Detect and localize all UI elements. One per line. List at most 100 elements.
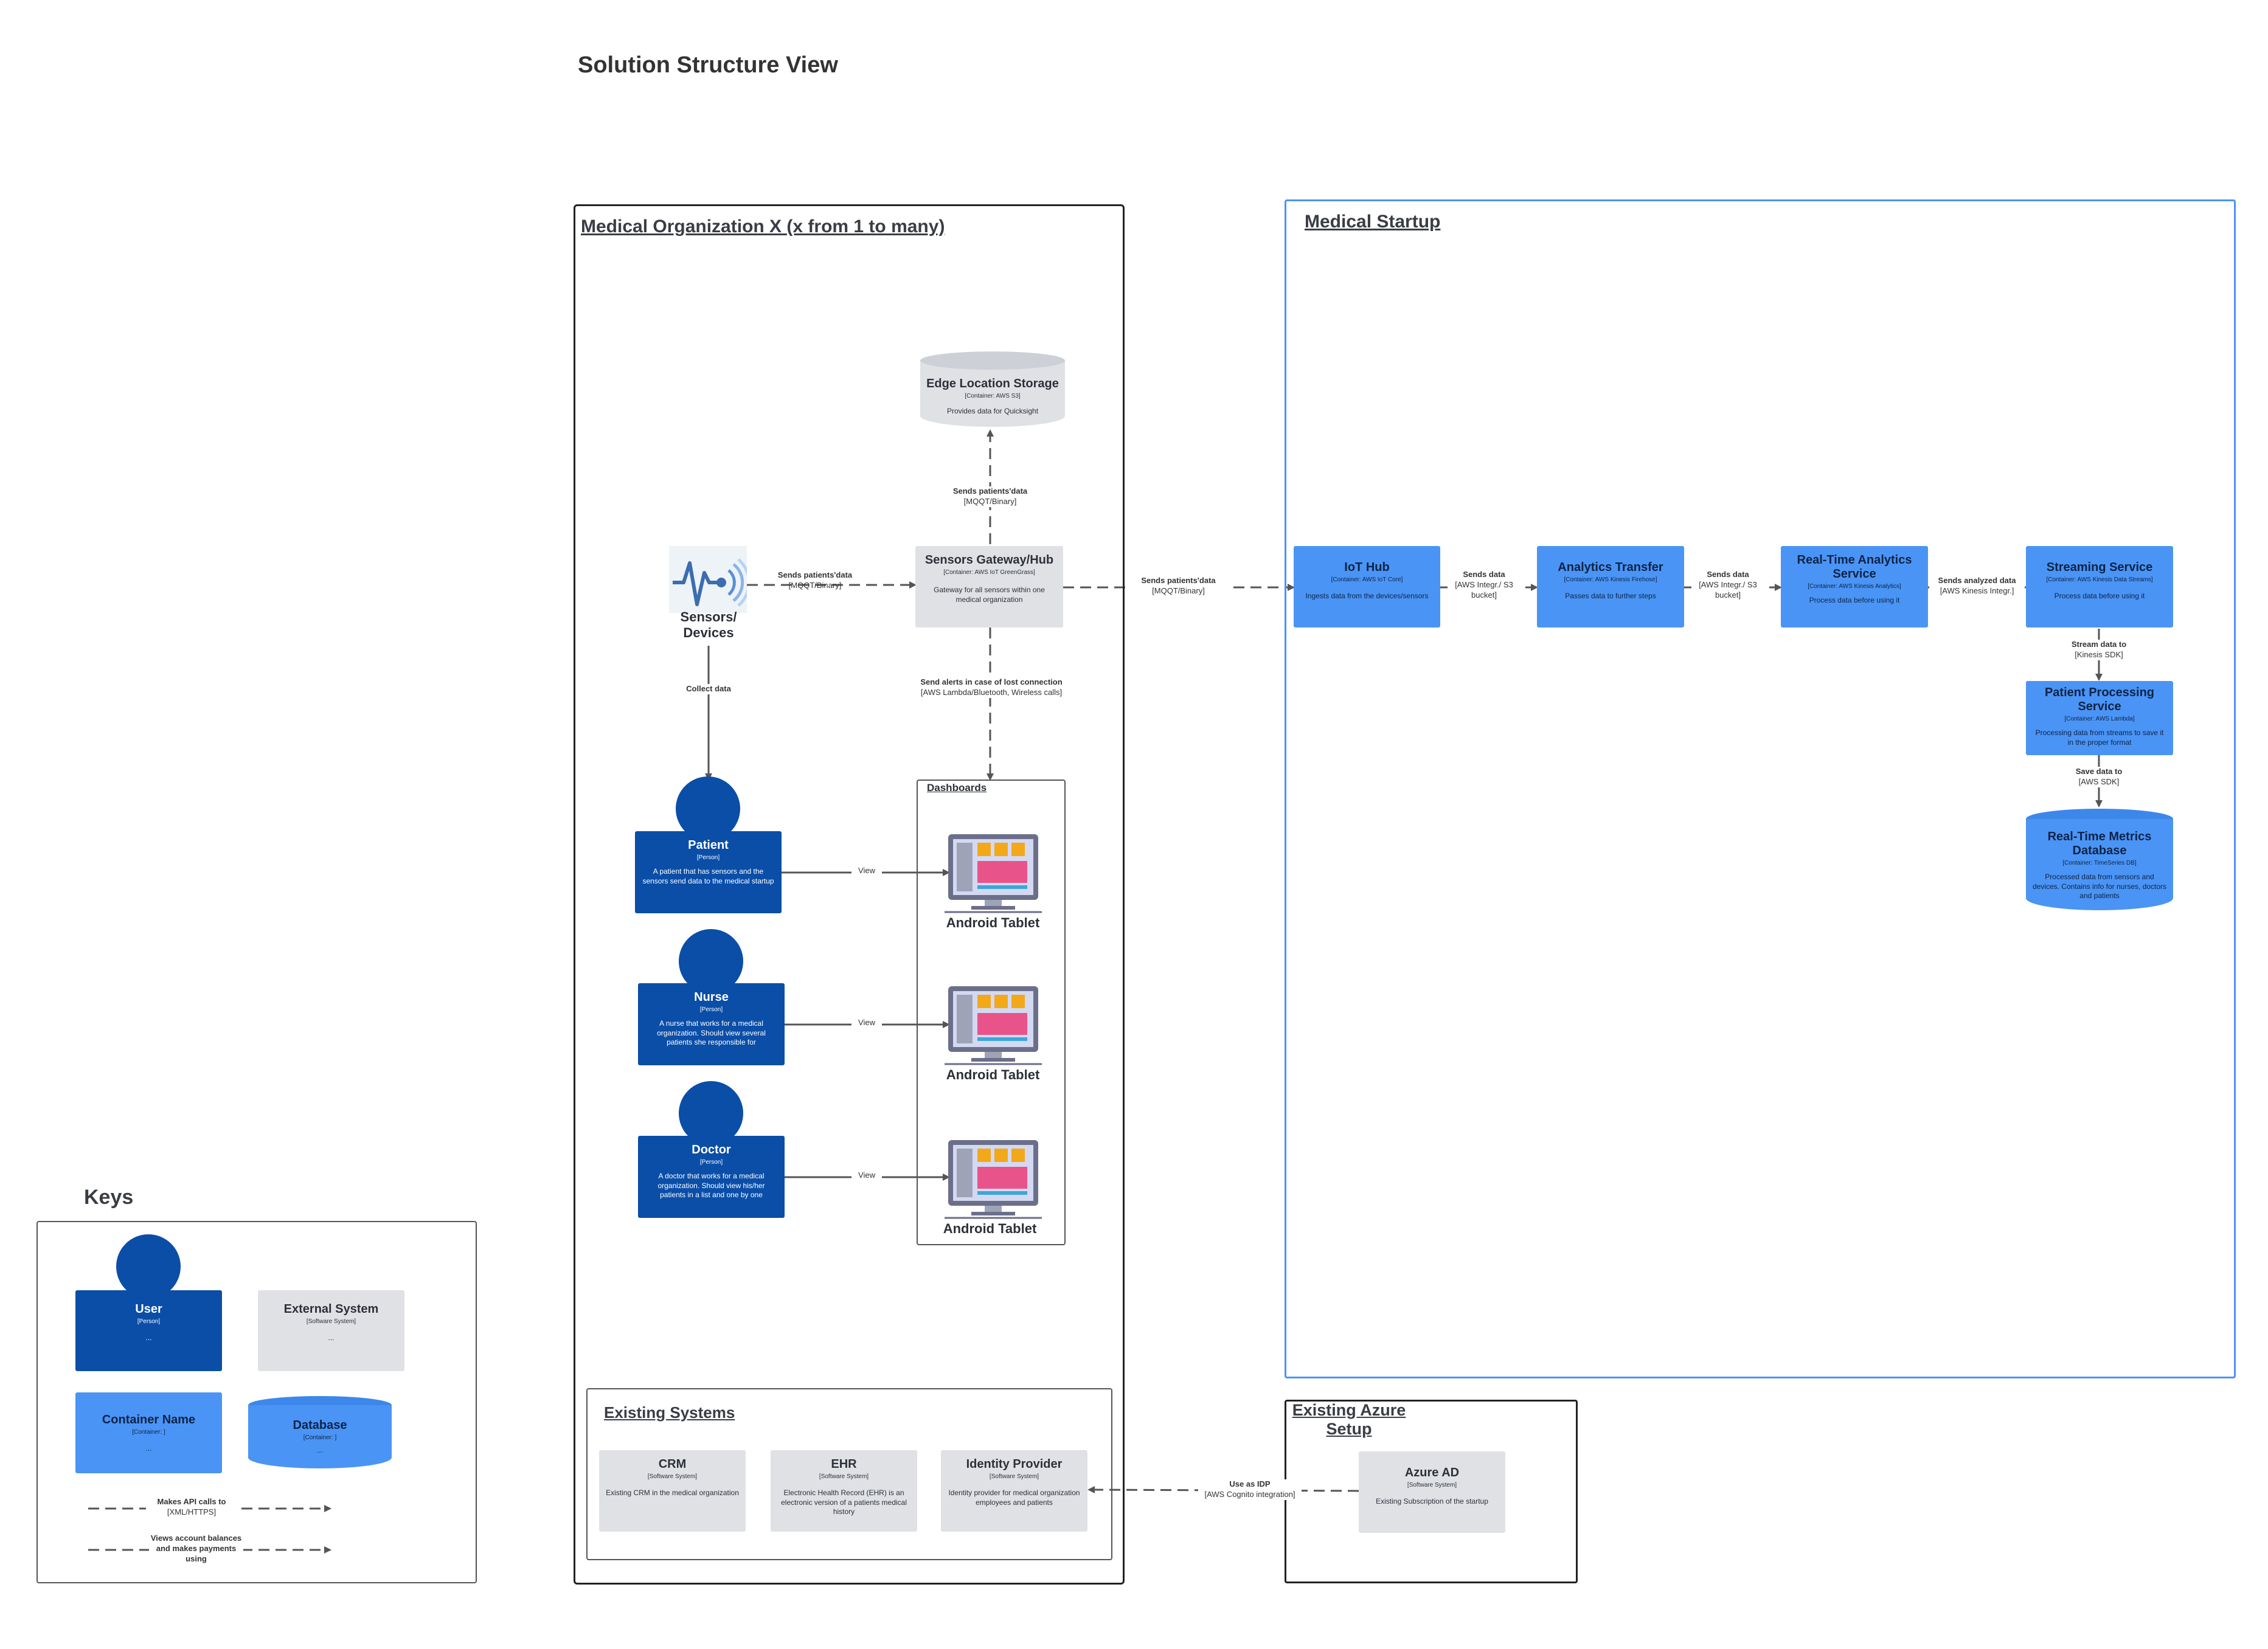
label-gateway-iot: Sends patients'data[MQQT/Binary] — [1125, 576, 1232, 596]
tablet-label: Android Tablet — [946, 1067, 1040, 1082]
label-collect: Collect data — [669, 684, 748, 694]
tablet-icon — [945, 833, 1042, 913]
azure-title: Existing Azure Setup — [1292, 1401, 1406, 1439]
ehr-node: EHR [Software System] Electronic Health … — [771, 1450, 917, 1532]
nurse-tech: [Person] — [699, 1006, 723, 1013]
crm-name: CRM — [658, 1457, 687, 1471]
key-user-name: User — [135, 1302, 162, 1316]
label-view: View — [851, 1170, 882, 1181]
rel-tech: [MQQT/Binary] — [1152, 586, 1205, 595]
rel-label: Collect data — [686, 684, 731, 693]
label-analytics-realtime: Sends data[AWS Integr./ S3 bucket] — [1691, 570, 1764, 601]
rel-label: Save data to — [2075, 767, 2123, 776]
label-realtime-streaming: Sends analyzed data[AWS Kinesis Integr.] — [1929, 576, 2025, 596]
rel-tech: [AWS Cognito integration] — [1204, 1489, 1295, 1499]
label-stream-to: Stream data to[Kinesis SDK] — [2062, 640, 2135, 660]
rel-label: Use as IDP — [1229, 1479, 1271, 1488]
nurse-name: Nurse — [694, 990, 729, 1004]
dashboards-title: Dashboards — [927, 782, 987, 793]
realtime-analytics-name: Real-Time Analytics Service — [1797, 553, 1912, 581]
realtime-analytics-node: Real-Time Analytics Service [Container: … — [1781, 546, 1928, 627]
key-rel-1-label: Makes API calls to[XML/HTTPS] — [146, 1497, 237, 1518]
iot-hub-node: IoT Hub [Container: AWS IoT Core] Ingest… — [1294, 546, 1440, 627]
keys-title: Keys — [84, 1186, 134, 1209]
key-external-name: External System — [283, 1302, 379, 1316]
rel-tech: [MQQT/Binary] — [788, 580, 842, 590]
label-sensors-gateway: Sends patients'data[MQQT/Binary] — [760, 570, 870, 591]
gateway-node: Sensors Gateway/Hub [Container: AWS IoT … — [915, 546, 1063, 627]
crm-node: CRM [Software System] Existing CRM in th… — [599, 1450, 746, 1532]
existing-systems-frame — [586, 1388, 1112, 1560]
identity-provider-name: Identity Provider — [966, 1457, 1063, 1471]
metrics-db-node: Real-Time Metrics Database [Container: T… — [2026, 819, 2173, 910]
key-container-node: Container Name [Container: ] ... — [75, 1392, 222, 1473]
rel-label: Send alerts in case of lost connection — [920, 677, 1063, 686]
keys-frame — [36, 1221, 477, 1583]
rel-tech: [XML/HTTPS] — [167, 1507, 217, 1516]
label-view: View — [851, 866, 882, 876]
org-frame — [574, 204, 1125, 1585]
doctor-head-icon — [679, 1081, 743, 1146]
analytics-transfer-name: Analytics Transfer — [1558, 561, 1663, 574]
rel-tech: [AWS Lambda/Bluetooth, Wireless calls] — [920, 687, 1063, 697]
rel-label: Sends data — [1707, 570, 1749, 579]
label-gateway-dashboards: Send alerts in case of lost connection[A… — [900, 677, 1083, 698]
label-idp: Use as IDP[AWS Cognito integration] — [1198, 1479, 1302, 1500]
realtime-analytics-desc: Process data before using it — [1809, 596, 1900, 604]
rel-tech: [Kinesis SDK] — [2075, 649, 2123, 659]
realtime-analytics-tech: [Container: AWS Kinesis Analytics] — [1808, 583, 1901, 590]
patient-tech: [Person] — [696, 854, 720, 861]
key-user-desc: ... — [145, 1333, 152, 1342]
rel-label: Sends analyzed data — [1938, 576, 2016, 585]
rel-label: Sends data — [1463, 570, 1505, 579]
edge-storage-cylinder-top — [920, 351, 1065, 370]
existing-systems-title: Existing Systems — [604, 1403, 735, 1422]
patient-node: Patient [Person] A patient that has sens… — [635, 831, 782, 913]
ehr-desc: Electronic Health Record (EHR) is an ele… — [781, 1488, 907, 1516]
rel-label: Views account balances and makes payment… — [150, 1533, 242, 1563]
key-external-node: External System [Software System] ... — [258, 1290, 404, 1371]
azure-ad-tech: [Software System] — [1407, 1482, 1457, 1488]
identity-provider-node: Identity Provider [Software System] Iden… — [941, 1450, 1087, 1532]
patient-processing-node: Patient Processing Service [Container: A… — [2026, 681, 2173, 755]
metrics-db-desc: Processed data from sensors and devices.… — [2032, 873, 2167, 901]
patient-head-icon — [676, 776, 740, 841]
analytics-transfer-tech: [Container: AWS Kinesis Firehose] — [1564, 576, 1657, 583]
doctor-name: Doctor — [692, 1143, 731, 1156]
rel-label: Makes API calls to — [157, 1497, 226, 1506]
tablet-icon — [945, 985, 1042, 1065]
key-container-desc: ... — [145, 1444, 152, 1453]
rel-tech: [AWS Kinesis Integr.] — [1940, 586, 2014, 595]
key-container-tech: [Container: ] — [132, 1429, 165, 1436]
sensors-label: Sensors/ Devices — [680, 609, 737, 641]
metrics-db-tech: [Container: TimeSeries DB] — [2062, 860, 2137, 866]
crm-tech: [Software System] — [647, 1473, 698, 1480]
key-rel-2-label: Views account balances and makes payment… — [149, 1533, 243, 1564]
tablet-label: Android Tablet — [946, 915, 1040, 930]
edge-storage-tech: [Container: AWS S3] — [965, 393, 1021, 399]
rel-label: Sends patients'data — [777, 570, 853, 579]
streaming-tech: [Container: AWS Kinesis Data Streams] — [2046, 576, 2153, 583]
streaming-desc: Process data before using it — [2054, 592, 2145, 600]
edge-storage-desc: Provides data for Quicksight — [946, 407, 1039, 415]
doctor-node: Doctor [Person] A doctor that works for … — [638, 1136, 785, 1218]
rel-label: Sends patients'data — [1141, 576, 1216, 585]
crm-desc: Existing CRM in the medical organization — [606, 1488, 739, 1497]
azure-ad-desc: Existing Subscription of the startup — [1376, 1497, 1488, 1506]
dashboards-frame — [917, 780, 1066, 1245]
page-title: Solution Structure View — [578, 52, 838, 78]
metrics-db-name: Real-Time Metrics Database — [2047, 830, 2152, 857]
azure-ad-node: Azure AD [Software System] Existing Subs… — [1359, 1451, 1505, 1533]
startup-frame — [1285, 199, 2236, 1378]
doctor-desc: A doctor that works for a medical organi… — [657, 1172, 765, 1200]
identity-provider-desc: Identity provider for medical organizati… — [948, 1488, 1080, 1507]
patient-processing-tech: [Container: AWS Lambda] — [2064, 716, 2135, 722]
label-save-to: Save data to[AWS SDK] — [2062, 767, 2135, 787]
edge-idp — [1087, 1486, 1359, 1494]
doctor-tech: [Person] — [699, 1159, 723, 1166]
analytics-transfer-desc: Passes data to further steps — [1565, 592, 1656, 600]
patient-processing-name: Patient Processing Service — [2044, 686, 2155, 713]
iot-hub-desc: Ingests data from the devices/sensors — [1305, 592, 1429, 600]
gateway-desc: Gateway for all sensors within one medic… — [934, 586, 1045, 604]
ehr-tech: [Software System] — [819, 1473, 869, 1480]
